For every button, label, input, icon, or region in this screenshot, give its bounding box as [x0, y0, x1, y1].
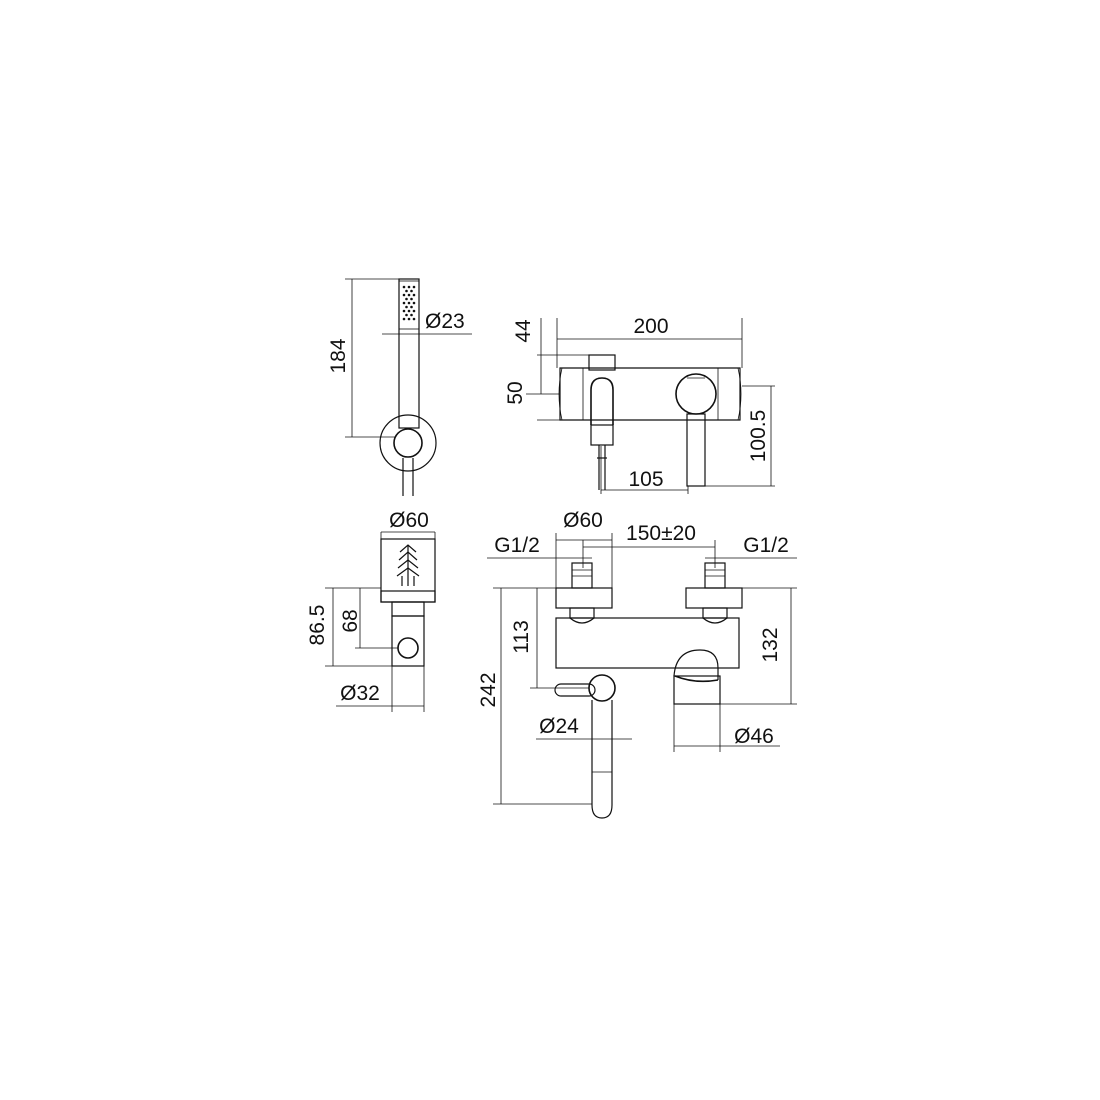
- dim-100-5: [705, 385, 775, 487]
- label-inlet-center-distance: 150±20: [626, 522, 696, 545]
- label-spout-top-offset: 44: [512, 319, 535, 343]
- dim-150-20: [582, 540, 716, 568]
- spout-front: [554, 674, 616, 819]
- dim-68: [355, 588, 398, 649]
- holder-body: [391, 601, 425, 667]
- label-flange-diameter: Ø60: [563, 509, 603, 532]
- dim-d60-holder: [380, 531, 436, 539]
- label-right-connection: G1/2: [743, 534, 789, 557]
- hand-shower-handle: [398, 278, 420, 429]
- label-lever-axis-height: 132: [759, 627, 782, 662]
- dim-132: [720, 587, 797, 705]
- label-body-height: 50: [504, 381, 527, 404]
- dim-113: [530, 588, 589, 689]
- label-holder-flange-diameter: Ø60: [389, 509, 429, 532]
- wall-anchor-plug: [396, 544, 420, 586]
- dim-86-5: [325, 587, 392, 667]
- mixer-top-view: 200 44 50 100.5 105: [504, 315, 775, 494]
- shower-nozzle-pattern: [402, 285, 416, 321]
- mixer-front-view: Ø60 150±20 G1/2 G1/2 242 113: [477, 509, 797, 819]
- dim-184: [345, 278, 399, 438]
- mixer-body-top: [558, 367, 742, 421]
- dim-105: [600, 446, 689, 494]
- label-holder-hose-diameter: Ø32: [340, 682, 380, 705]
- label-holder-total-height: 86.5: [306, 605, 329, 646]
- right-wall-flange: [685, 562, 743, 619]
- dim-d46: [673, 704, 780, 752]
- dim-242: [493, 587, 592, 805]
- label-lever-depth: 100.5: [747, 410, 770, 463]
- left-wall-flange: [555, 562, 613, 619]
- label-spout-axis-height: 113: [510, 620, 533, 653]
- label-hand-shower-diameter: Ø23: [425, 310, 465, 333]
- dim-50: [526, 393, 560, 421]
- label-spout-diameter: Ø24: [539, 715, 579, 738]
- label-holder-center-height: 68: [339, 609, 362, 632]
- wall-holder-view: Ø60 86.5 68 Ø32: [306, 509, 436, 712]
- label-left-connection: G1/2: [494, 534, 540, 557]
- lever-top: [675, 373, 717, 487]
- label-hand-shower-length: 184: [327, 338, 350, 373]
- mixer-body-front: [555, 617, 740, 669]
- hand-shower-view: 184 Ø23: [327, 278, 472, 496]
- label-spout-projection: 105: [628, 468, 663, 491]
- label-mixer-width: 200: [633, 315, 668, 338]
- dim-d32: [336, 666, 425, 712]
- lever-front: [673, 649, 721, 705]
- label-lever-diameter: Ø46: [734, 725, 774, 748]
- dim-d60-flange: [555, 533, 613, 588]
- hand-shower-wall-holder: [379, 414, 437, 496]
- dim-44: [537, 318, 589, 394]
- dim-200: [556, 318, 743, 368]
- label-spout-total-height: 242: [477, 672, 500, 707]
- spout-top: [588, 354, 616, 490]
